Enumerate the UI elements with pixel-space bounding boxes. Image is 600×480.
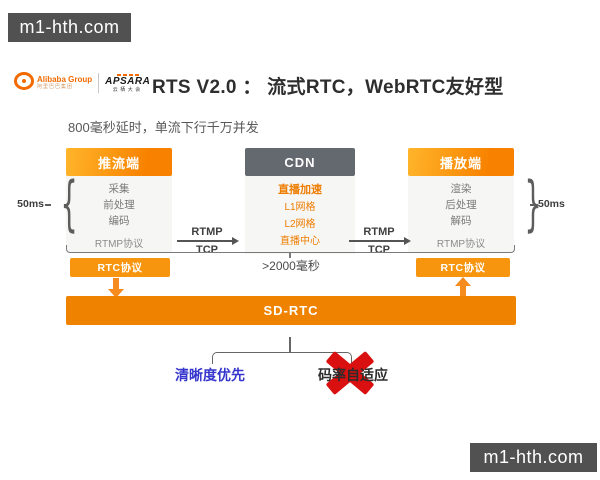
sdrtc-bar: SD-RTC bbox=[66, 296, 516, 325]
rtmp-path-bracket bbox=[66, 245, 515, 253]
alibaba-logo-text: Alibaba Group 阿里巴巴集团 bbox=[37, 76, 92, 90]
link-right-arrow-icon bbox=[349, 236, 411, 245]
alibaba-group-label: Alibaba Group bbox=[37, 75, 93, 84]
alibaba-cn-label: 阿里巴巴集团 bbox=[37, 84, 74, 90]
cdn-item-center: 直播中心 bbox=[280, 236, 320, 247]
push-latency-dash bbox=[45, 204, 51, 206]
play-latency-label: 50ms bbox=[538, 198, 565, 210]
logo-divider bbox=[98, 73, 100, 93]
apsara-logo: APSARA 云栖大会 bbox=[105, 73, 151, 93]
play-body: 渲染 后处理 解码 bbox=[408, 176, 514, 233]
watermark-top-left: m1-hth.com bbox=[8, 13, 131, 42]
branch-stem bbox=[289, 337, 291, 352]
cdn-column: CDN 直播加速 L1网格 L2网格 直播中心 bbox=[245, 148, 355, 254]
play-item-postprocess: 后处理 bbox=[445, 199, 477, 211]
play-rtmp-protocol-box: RTMP协议 bbox=[408, 232, 514, 252]
push-item-preprocess: 前处理 bbox=[103, 199, 135, 211]
page-title: RTS V2.0 ： 流式RTC，WebRTC友好型 bbox=[152, 77, 504, 98]
subtitle: 800毫秒延时，单流下行千万并发 bbox=[68, 120, 259, 135]
push-item-capture: 采集 bbox=[108, 183, 130, 195]
play-latency-dash bbox=[530, 204, 536, 206]
option-adaptive-bitrate-label: 码率自适应 bbox=[318, 367, 388, 383]
branch-bracket bbox=[212, 352, 352, 364]
link-right-protocol-label: RTMP bbox=[363, 226, 395, 238]
option-clarity-first-label: 清晰度优先 bbox=[175, 367, 245, 383]
logo-row: Alibaba Group 阿里巴巴集团 APSARA 云栖大会 bbox=[14, 68, 150, 98]
link-left-arrow-icon bbox=[177, 236, 239, 245]
play-column: 播放端 渲染 后处理 解码 bbox=[408, 148, 514, 233]
link-left-protocol-label: RTMP bbox=[191, 226, 223, 238]
push-item-encode: 编码 bbox=[108, 215, 130, 227]
rtc-protocol-left-box: RTC协议 bbox=[70, 258, 170, 277]
rtmp-path-latency-label: >2000毫秒 bbox=[262, 259, 320, 273]
push-column: 推流端 采集 前处理 编码 bbox=[66, 148, 172, 233]
arrow-down-icon bbox=[108, 278, 124, 298]
play-item-decode: 解码 bbox=[450, 215, 472, 227]
play-header: 播放端 bbox=[408, 148, 514, 176]
cdn-item-l1: L1网格 bbox=[284, 202, 316, 213]
push-header: 推流端 bbox=[66, 148, 172, 176]
apsara-label: APSARA bbox=[105, 75, 151, 87]
play-item-render: 渲染 bbox=[450, 183, 472, 195]
cdn-item-l2: L2网格 bbox=[284, 219, 316, 230]
rtc-protocol-right-box: RTC协议 bbox=[416, 258, 510, 277]
push-body: 采集 前处理 编码 bbox=[66, 176, 172, 233]
cdn-live-acceleration-label: 直播加速 bbox=[278, 184, 322, 196]
watermark-bottom-right: m1-hth.com bbox=[470, 443, 597, 472]
apsara-cn-label: 云栖大会 bbox=[112, 86, 143, 93]
cdn-header: CDN bbox=[245, 148, 355, 176]
alibaba-logo-icon bbox=[14, 71, 34, 96]
apsara-logo-dots-icon bbox=[105, 73, 150, 76]
arrow-up-icon bbox=[455, 277, 471, 297]
push-latency-label: 50ms bbox=[17, 198, 44, 210]
push-latency-brace: { bbox=[60, 169, 78, 239]
rtmp-path-bracket-tick bbox=[289, 252, 291, 258]
push-rtmp-protocol-box: RTMP协议 bbox=[66, 232, 172, 252]
cdn-body: 直播加速 L1网格 L2网格 直播中心 bbox=[245, 176, 355, 254]
